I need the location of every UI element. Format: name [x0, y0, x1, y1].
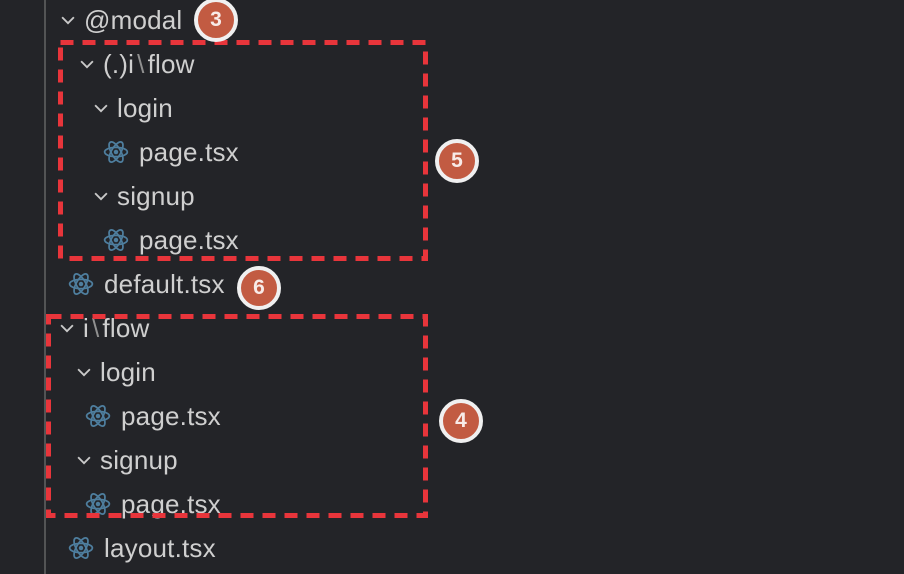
chevron-down-icon[interactable] [74, 450, 94, 470]
annotation-badge-5: 5 [435, 139, 479, 183]
tree-item-modal[interactable]: @modal [0, 0, 904, 42]
tree-item-label: signup [117, 180, 195, 211]
tree-item-label: signup [100, 444, 178, 475]
tree-item-label: @modal [84, 4, 183, 35]
react-icon [68, 271, 94, 297]
tree-item-label: (.)i\flow [103, 48, 195, 79]
annotation-badge-3: 3 [194, 0, 238, 42]
tree-item-default-tsx[interactable]: default.tsx [0, 262, 904, 306]
tree-item-label: page.tsx [139, 136, 239, 167]
tree-item-login[interactable]: login [0, 350, 904, 394]
tree-item-signup[interactable]: signup [0, 438, 904, 482]
tree-item-label: page.tsx [121, 400, 221, 431]
react-icon [103, 139, 129, 165]
annotation-badge-4: 4 [439, 399, 483, 443]
tree-item-page-tsx[interactable]: page.tsx [0, 218, 904, 262]
tree-item-label: login [100, 356, 156, 387]
tree-item-label: page.tsx [121, 488, 221, 519]
chevron-down-icon[interactable] [91, 186, 111, 206]
react-icon [85, 403, 111, 429]
chevron-down-icon[interactable] [57, 318, 77, 338]
tree-item-label: page.tsx [139, 224, 239, 255]
tree-item-page-tsx[interactable]: page.tsx [0, 482, 904, 526]
chevron-down-icon[interactable] [74, 362, 94, 382]
path-separator: \ [137, 48, 145, 79]
tree-item-i-flow[interactable]: i\flow [0, 306, 904, 350]
react-icon [68, 535, 94, 561]
tree-item-label: i\flow [83, 312, 150, 343]
indent-guide-line [44, 0, 46, 574]
chevron-down-icon[interactable] [58, 10, 78, 30]
tree-item-label: login [117, 92, 173, 123]
tree-item-label: default.tsx [104, 268, 225, 299]
path-separator: \ [91, 312, 100, 343]
tree-item-layout-tsx[interactable]: layout.tsx [0, 526, 904, 570]
tree-item-login[interactable]: login [0, 86, 904, 130]
react-icon [85, 491, 111, 517]
tree-item-intercepted-i-flow[interactable]: (.)i\flow [0, 42, 904, 86]
chevron-down-icon[interactable] [77, 54, 97, 74]
tree-item-label: layout.tsx [104, 532, 216, 563]
annotation-badge-6: 6 [237, 266, 281, 310]
chevron-down-icon[interactable] [91, 98, 111, 118]
react-icon [103, 227, 129, 253]
